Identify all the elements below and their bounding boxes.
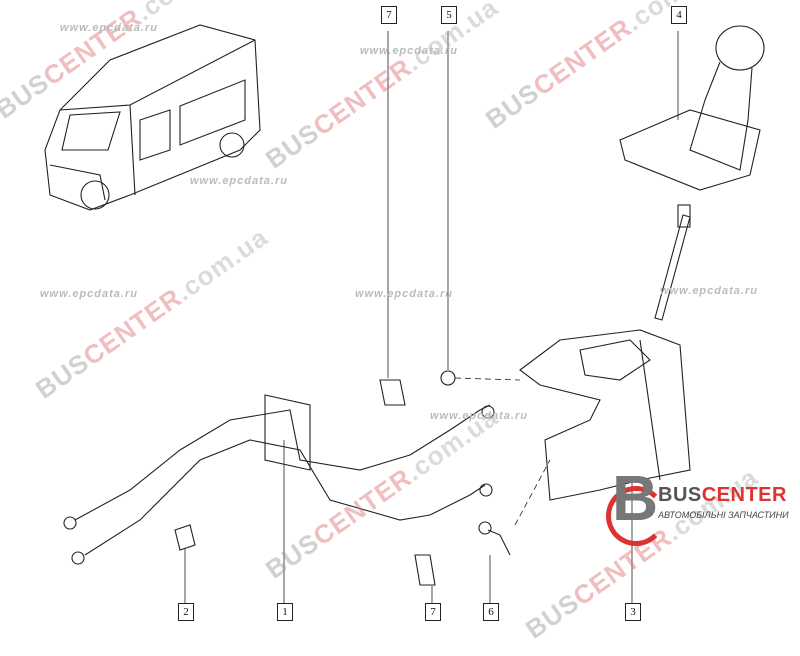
gear-cables — [63, 394, 495, 565]
callout-6[interactable]: 6 — [483, 603, 499, 621]
gear-knob-boot — [619, 25, 765, 191]
logo-name-bus: BUS — [658, 484, 702, 506]
logo-name-center: CENTER — [701, 484, 787, 506]
watermark-epc: www.epcdata.ru — [660, 285, 758, 297]
gear-housing — [519, 329, 691, 501]
small-parts — [174, 370, 511, 586]
callout-7[interactable]: 7 — [425, 603, 441, 621]
watermark-epc: www.epcdata.ru — [190, 175, 288, 187]
watermark-epc: www.epcdata.ru — [355, 288, 453, 300]
watermark-epc: www.epcdata.ru — [60, 22, 158, 34]
leader-lines — [184, 31, 679, 603]
callout-3[interactable]: 3 — [625, 603, 641, 621]
logo-b-mark: B — [612, 462, 659, 534]
callout-4[interactable]: 4 — [671, 6, 687, 24]
callout-5[interactable]: 5 — [441, 6, 457, 24]
logo-c-mark — [606, 486, 666, 546]
gear-lever — [654, 204, 691, 321]
callout-2[interactable]: 2 — [178, 603, 194, 621]
logo-tagline: АВТОМОБІЛЬНІ ЗАПЧАСТИНИ — [658, 510, 789, 520]
buscenter-logo: B BUSCENTER АВТОМОБІЛЬНІ ЗАПЧАСТИНИ — [606, 462, 800, 546]
van-illustration — [44, 24, 261, 211]
callout-7[interactable]: 7 — [381, 6, 397, 24]
logo-name: BUSCENTER — [658, 484, 787, 507]
watermark-epc: www.epcdata.ru — [360, 45, 458, 57]
watermark-epc: www.epcdata.ru — [430, 410, 528, 422]
watermark-epc: www.epcdata.ru — [40, 288, 138, 300]
callout-1[interactable]: 1 — [277, 603, 293, 621]
